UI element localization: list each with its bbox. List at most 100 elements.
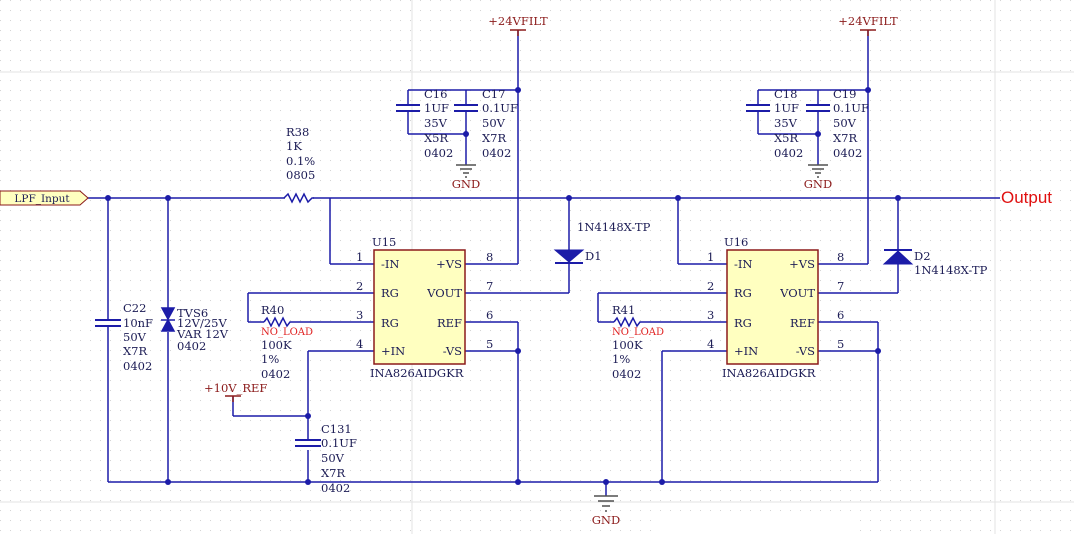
c18-voltage: 35V (774, 116, 798, 130)
u16-pin8-num: 8 (837, 250, 844, 264)
c17-package: 0402 (482, 146, 511, 160)
c18-package: 0402 (774, 146, 803, 160)
u16-amplifier[interactable] (726, 249, 819, 365)
lpf-input-port[interactable]: LPF_Input (0, 190, 89, 206)
u15-part: INA826AIDGKR (370, 366, 464, 380)
u16-part: INA826AIDGKR (722, 366, 816, 380)
blank-patch (660, 516, 860, 534)
tvs6-diode[interactable] (160, 307, 176, 332)
c131-ref: C131 (321, 422, 352, 436)
u16-pin6-name: REF (790, 316, 815, 330)
c131-capacitor[interactable] (295, 439, 321, 447)
u16-pin5-name: -VS (796, 344, 815, 358)
u16-pin4-num: 4 (707, 337, 714, 351)
u16-pin5-num: 5 (837, 337, 844, 351)
junction-dots (105, 87, 901, 485)
c18-ref: C18 (774, 87, 797, 101)
u16-pin1-num: 1 (707, 250, 714, 264)
u15-pin3-name: RG (381, 316, 399, 330)
u15-pin7-num: 7 (486, 279, 493, 293)
u15-pin1-num: 1 (356, 250, 363, 264)
d1-part: 1N4148X-TP (577, 220, 651, 234)
u15-pin1-name: -IN (381, 257, 400, 271)
gnd-symbol-left (456, 164, 476, 178)
r40-package: 0402 (261, 367, 290, 381)
r41-ref: R41 (612, 303, 635, 317)
c22-capacitor[interactable] (95, 319, 121, 327)
u16-pin3-name: RG (734, 316, 752, 330)
c16-voltage: 35V (424, 116, 448, 130)
u15-pin8-name: +VS (436, 257, 462, 271)
c17-ref: C17 (482, 87, 505, 101)
tvs6-package: 0402 (177, 339, 206, 353)
gnd-symbol-right (808, 164, 828, 178)
c19-capacitor[interactable] (806, 104, 830, 112)
c16-package: 0402 (424, 146, 453, 160)
u15-pin6-name: REF (437, 316, 462, 330)
r40-ref: R40 (261, 303, 284, 317)
d2-part: 1N4148X-TP (914, 263, 988, 277)
d1-diode[interactable] (553, 249, 585, 264)
r38-tolerance: 0.1% (286, 154, 315, 168)
r41-tolerance: 1% (612, 352, 630, 366)
c18-dielectric: X5R (774, 131, 799, 145)
tvs6-rating: 12V/25V (177, 316, 227, 330)
ref-net-label: +10V_REF (204, 381, 267, 395)
r41-resistor[interactable] (613, 316, 642, 328)
r40-resistor[interactable] (263, 316, 292, 328)
c19-voltage: 50V (833, 116, 857, 130)
c16-capacitor[interactable] (396, 104, 420, 112)
gnd-label-main: GND (592, 513, 620, 527)
c17-dielectric: X7R (482, 131, 507, 145)
power-port-24v-right (860, 29, 876, 36)
supply-right-label: +24VFILT (838, 14, 898, 28)
c22-value: 10nF (123, 316, 153, 330)
r40-no-load: NO_LOAD (261, 327, 313, 338)
c16-value: 1UF (424, 101, 449, 115)
power-port-10v-ref (225, 395, 241, 402)
u16-pin4-name: +IN (734, 344, 758, 358)
r41-value: 100K (612, 338, 643, 352)
c19-ref: C19 (833, 87, 856, 101)
d2-diode[interactable] (882, 249, 914, 265)
u16-pin2-name: RG (734, 286, 752, 300)
r38-ref: R38 (286, 125, 309, 139)
r38-resistor[interactable] (283, 192, 314, 204)
u15-pin8-num: 8 (486, 250, 493, 264)
u15-pin7-name: VOUT (426, 286, 462, 300)
c131-voltage: 50V (321, 451, 345, 465)
c19-package: 0402 (833, 146, 862, 160)
supply-left-label: +24VFILT (488, 14, 548, 28)
u16-pin7-name: VOUT (779, 286, 815, 300)
u15-amplifier[interactable] (373, 249, 466, 365)
c22-voltage: 50V (123, 330, 147, 344)
u16-pin6-num: 6 (837, 308, 844, 322)
c18-capacitor[interactable] (746, 104, 770, 112)
input-port-label: LPF_Input (14, 193, 70, 205)
c17-capacitor[interactable] (454, 104, 478, 112)
u15-pin2-name: RG (381, 286, 399, 300)
r38-value: 1K (286, 139, 302, 153)
u16-pin8-name: +VS (789, 257, 815, 271)
r38-package: 0805 (286, 168, 315, 182)
gnd-label-left: GND (452, 177, 480, 191)
r40-value: 100K (261, 338, 292, 352)
r40-tolerance: 1% (261, 352, 279, 366)
c16-ref: C16 (424, 87, 447, 101)
c131-package: 0402 (321, 481, 350, 495)
u16-ref: U16 (724, 235, 748, 249)
u16-pin7-num: 7 (837, 279, 844, 293)
u15-pin5-num: 5 (486, 337, 493, 351)
wires (88, 30, 1000, 496)
u15-pin3-num: 3 (356, 308, 363, 322)
tvs6-ref: TVS6 (177, 306, 208, 320)
u15-pin6-num: 6 (486, 308, 493, 322)
r41-no-load: NO_LOAD (612, 327, 664, 338)
c22-dielectric: X7R (123, 344, 148, 358)
d1-ref: D1 (585, 249, 602, 263)
c131-dielectric: X7R (321, 466, 346, 480)
c19-value: 0.1UF (833, 101, 869, 115)
c16-dielectric: X5R (424, 131, 449, 145)
